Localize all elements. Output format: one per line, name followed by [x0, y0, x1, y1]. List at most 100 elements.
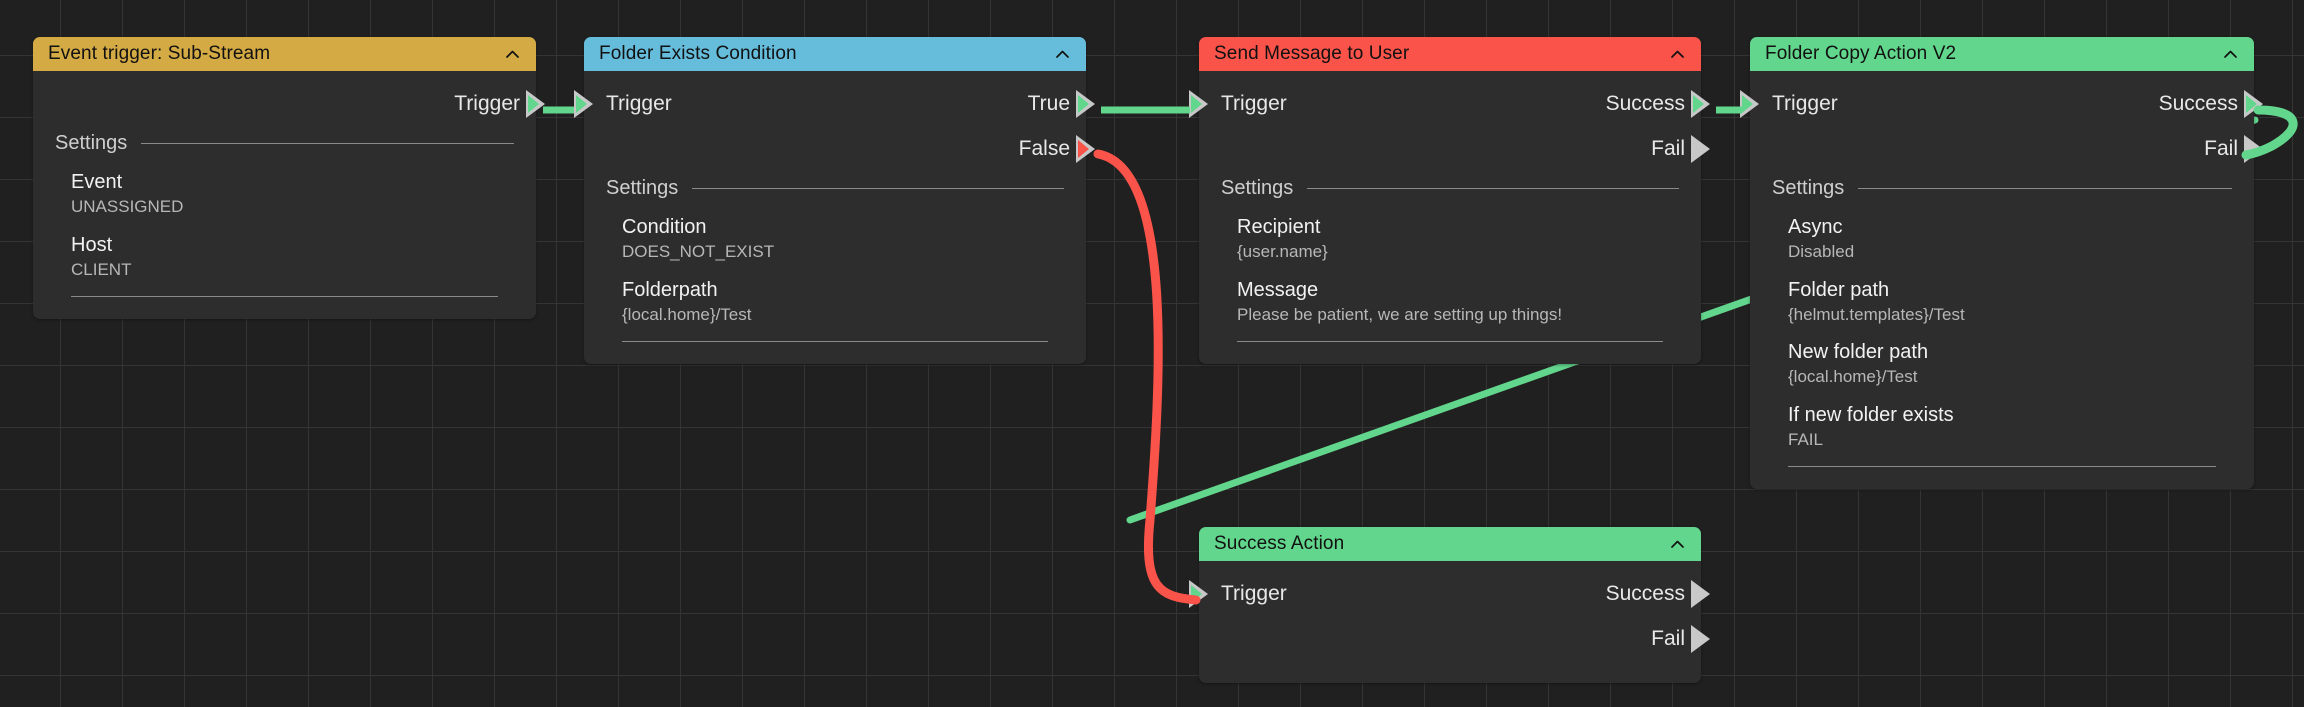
node-folder-copy-action-v2[interactable]: Folder Copy Action V2 Trigger Success Fa… — [1740, 37, 2263, 490]
node-title: Send Message to User — [1214, 43, 1410, 64]
settings-header: Settings — [606, 177, 1064, 200]
settings-header: Settings — [55, 132, 514, 155]
input-port-trigger[interactable]: Trigger True — [574, 81, 1095, 126]
setting-value: {user.name} — [1237, 242, 1328, 261]
output-port-fail[interactable]: Fail — [1750, 126, 2263, 171]
output-port-fail[interactable]: Fail — [1199, 126, 1710, 171]
node-bottom-divider — [622, 341, 1048, 343]
port-output-arrow-icon[interactable] — [2243, 133, 2265, 165]
settings-label: Settings — [1772, 177, 1845, 199]
node-padding — [1199, 342, 1701, 364]
settings-divider — [1307, 188, 1679, 189]
port-output-arrow-icon[interactable] — [2243, 88, 2265, 120]
port-input-arrow-icon[interactable] — [1188, 88, 1210, 120]
node-header[interactable]: Success Action — [1199, 527, 1701, 561]
node-title: Folder Copy Action V2 — [1765, 43, 1957, 64]
node-event-trigger-sub-stream[interactable]: Event trigger: Sub-Stream Trigger Settin… — [33, 37, 545, 320]
node-header[interactable]: Event trigger: Sub-Stream — [33, 37, 536, 71]
port-output-arrow-icon[interactable] — [1075, 133, 1097, 165]
setting-value: {helmut.templates}/Test — [1788, 304, 1965, 324]
input-port-trigger[interactable]: Trigger Success — [1740, 81, 2263, 126]
node-settings: Settings Recipient {user.name} Message P… — [1199, 171, 1701, 343]
port-label: Success — [1605, 581, 1685, 605]
chevron-up-icon[interactable] — [1668, 535, 1687, 554]
port-label: Trigger — [606, 91, 672, 115]
node-settings: Settings Condition DOES_NOT_EXIST Folder… — [584, 171, 1086, 343]
edge-false-to-success-action — [1093, 149, 1201, 605]
node-ports: Trigger Success Fail — [1189, 561, 1710, 661]
settings-label: Settings — [1221, 177, 1294, 199]
setting-key: Event — [71, 171, 123, 193]
setting-folderpath[interactable]: Folderpath {local.home}/Test — [606, 279, 1064, 325]
output-port-trigger[interactable]: Trigger — [33, 81, 545, 126]
port-label: Trigger — [1221, 581, 1287, 605]
setting-message[interactable]: Message Please be patient, we are settin… — [1221, 279, 1679, 325]
setting-recipient[interactable]: Recipient {user.name} — [1221, 216, 1679, 262]
port-label: Trigger — [454, 91, 520, 115]
port-output-arrow-icon[interactable] — [1690, 623, 1712, 655]
port-label: Trigger — [1221, 91, 1287, 115]
chevron-up-icon[interactable] — [1668, 45, 1687, 64]
setting-host[interactable]: Host CLIENT — [55, 234, 514, 280]
port-output-arrow-icon[interactable] — [1690, 133, 1712, 165]
settings-header: Settings — [1221, 177, 1679, 200]
node-bottom-divider — [71, 296, 498, 298]
port-label: Trigger — [1772, 91, 1838, 115]
setting-key: New folder path — [1788, 341, 1929, 364]
port-label: Fail — [2204, 136, 2238, 160]
setting-key: Folderpath — [622, 278, 718, 301]
setting-value: Disabled — [1788, 242, 1855, 261]
setting-if-new-folder-exists[interactable]: If new folder exists FAIL — [1772, 404, 2232, 450]
port-label: Success — [1605, 91, 1685, 115]
node-success-action[interactable]: Success Action Trigger Success Fail — [1189, 527, 1710, 683]
node-ports: Trigger Success Fail — [1740, 71, 2263, 171]
port-output-arrow-icon[interactable] — [1075, 88, 1097, 120]
node-header[interactable]: Folder Exists Condition — [584, 37, 1086, 71]
setting-value: {local.home}/Test — [1788, 367, 1918, 387]
settings-label: Settings — [55, 132, 128, 154]
settings-divider — [1858, 188, 2232, 189]
port-output-arrow-icon[interactable] — [525, 88, 547, 120]
port-label: True — [1027, 91, 1070, 115]
node-padding — [33, 297, 536, 319]
settings-header: Settings — [1772, 177, 2232, 200]
node-header[interactable]: Send Message to User — [1199, 37, 1701, 71]
settings-label: Settings — [606, 177, 679, 199]
chevron-up-icon[interactable] — [503, 45, 522, 64]
setting-value: UNASSIGNED — [71, 197, 184, 216]
setting-key: Message — [1237, 278, 1319, 301]
input-port-trigger[interactable]: Trigger Success — [1189, 81, 1710, 126]
setting-event[interactable]: Event UNASSIGNED — [55, 171, 514, 217]
chevron-up-icon[interactable] — [1053, 45, 1072, 64]
node-folder-exists-condition[interactable]: Folder Exists Condition Trigger True Fal… — [574, 37, 1095, 365]
port-input-arrow-icon[interactable] — [1739, 88, 1761, 120]
port-output-arrow-icon[interactable] — [1690, 88, 1712, 120]
node-settings: Settings Async Disabled Folder path {hel… — [1750, 171, 2254, 468]
node-padding — [1750, 467, 2254, 489]
setting-async[interactable]: Async Disabled — [1772, 216, 2232, 262]
setting-value: {local.home}/Test — [622, 304, 752, 324]
setting-value: Please be patient, we are setting up thi… — [1237, 304, 1563, 324]
setting-value: DOES_NOT_EXIST — [622, 242, 775, 261]
node-header[interactable]: Folder Copy Action V2 — [1750, 37, 2254, 71]
node-title: Event trigger: Sub-Stream — [48, 43, 271, 64]
port-input-arrow-icon[interactable] — [573, 88, 595, 120]
setting-new-folder-path[interactable]: New folder path {local.home}/Test — [1772, 341, 2232, 387]
setting-condition[interactable]: Condition DOES_NOT_EXIST — [606, 216, 1064, 262]
node-padding — [584, 342, 1086, 364]
output-port-fail[interactable]: Fail — [1199, 616, 1710, 661]
setting-key: Async — [1788, 216, 1843, 238]
setting-key: Folder path — [1788, 278, 1890, 301]
settings-divider — [692, 188, 1064, 189]
setting-value: FAIL — [1788, 429, 1823, 449]
input-port-trigger[interactable]: Trigger Success — [1189, 571, 1710, 616]
chevron-up-icon[interactable] — [2221, 45, 2240, 64]
port-output-arrow-icon[interactable] — [1690, 578, 1712, 610]
setting-folder-path[interactable]: Folder path {helmut.templates}/Test — [1772, 279, 2232, 325]
setting-key: Condition — [622, 216, 707, 238]
port-input-arrow-icon[interactable] — [1188, 578, 1210, 610]
output-port-false[interactable]: False — [584, 126, 1095, 171]
node-send-message-to-user[interactable]: Send Message to User Trigger Success Fai… — [1189, 37, 1710, 365]
node-title: Folder Exists Condition — [599, 43, 797, 64]
